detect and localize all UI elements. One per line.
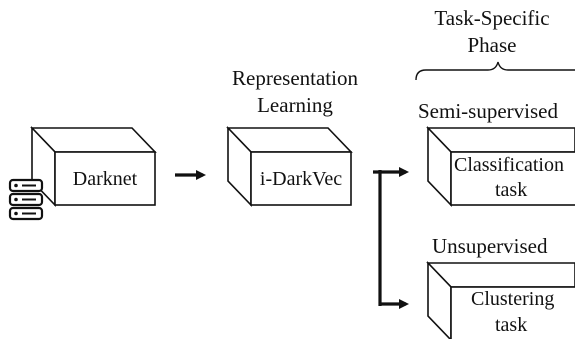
rep-learning-line1: Representation [232,66,358,90]
clustering-label-line2: task [495,314,527,336]
darknet-label: Darknet [73,168,138,190]
phase-title-line1: Task-Specific [434,6,549,30]
darknet-block: Darknet [30,126,157,207]
rep-learning-line2: Learning [257,93,333,117]
classification-block: Classification task [426,126,575,207]
clustering-label-line1: Clustering [471,288,554,310]
semi-supervised-label: Semi-supervised [418,99,558,123]
unsupervised-label: Unsupervised [432,234,548,258]
classification-label-line1: Classification [454,154,564,176]
clustering-block: Clustering task [426,261,575,339]
branch-arrows [373,167,409,309]
idarkvec-block: i-DarkVec [226,126,353,207]
server-stack-icon [8,178,44,221]
idarkvec-label: i-DarkVec [260,168,342,190]
classification-label-line2: task [495,179,527,201]
phase-title-line2: Phase [468,33,517,57]
phase-brace [415,61,575,81]
